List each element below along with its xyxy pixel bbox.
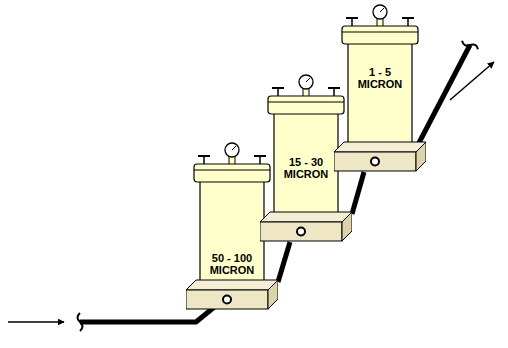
housing-body <box>274 112 338 218</box>
pressure-gauge <box>225 143 239 157</box>
cap-band <box>342 32 418 33</box>
cap-bolt-handle <box>402 17 414 19</box>
pressure-gauge <box>373 5 387 19</box>
pipe-port <box>371 158 379 166</box>
housing-body <box>348 42 412 148</box>
base-side <box>416 142 426 171</box>
gauge-needle <box>380 8 384 12</box>
pipe-port <box>297 228 305 236</box>
base-front <box>334 152 416 171</box>
filter-label: 15 - 30 MICRON <box>274 156 338 180</box>
pipe-connector <box>352 172 364 214</box>
cap-bolt-handle <box>272 87 284 89</box>
pressure-gauge <box>299 75 313 89</box>
micron-rating: 1 - 5 MICRON <box>348 66 412 90</box>
gauge-needle <box>232 146 236 150</box>
base-front <box>260 222 342 241</box>
outlet-flow-arrow <box>450 62 494 100</box>
base-front <box>186 290 268 309</box>
base-side <box>268 280 278 309</box>
pipe-connector <box>278 242 290 282</box>
base-top <box>186 280 278 290</box>
base-top <box>260 212 352 222</box>
cap-bolt-handle <box>346 17 358 19</box>
filter-label: 50 - 100 MICRON <box>200 252 264 276</box>
filter-housing: 1 - 5 MICRON <box>334 2 426 172</box>
housing-cap <box>342 26 418 44</box>
base-side <box>342 212 352 241</box>
pipe-end <box>78 313 83 331</box>
cap-bolt-handle <box>198 155 210 157</box>
cap-band <box>268 102 344 103</box>
pipe-port <box>223 296 231 304</box>
cap-bolt-handle <box>328 87 340 89</box>
housing-cap <box>268 96 344 114</box>
inlet-flow-arrow <box>8 321 64 323</box>
gauge-needle <box>306 78 310 82</box>
filter-label: 1 - 5 MICRON <box>348 66 412 90</box>
base-top <box>334 142 426 152</box>
pipe-end <box>461 39 479 52</box>
micron-rating: 50 - 100 MICRON <box>200 252 264 276</box>
cap-bolt-handle <box>254 155 266 157</box>
micron-rating: 15 - 30 MICRON <box>274 156 338 180</box>
housing-body <box>200 180 264 286</box>
cap-band <box>194 170 270 171</box>
housing-cap <box>194 164 270 182</box>
